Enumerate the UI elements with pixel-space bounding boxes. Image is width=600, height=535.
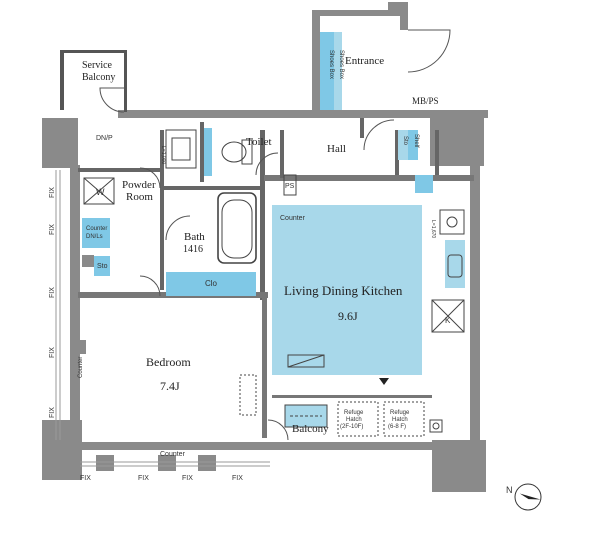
left-columns: [76, 255, 94, 354]
entry-marker: [379, 378, 389, 385]
hall-door: [363, 119, 395, 151]
mbps-label: MB/PS: [412, 96, 439, 106]
sto-label: Sto: [97, 263, 108, 270]
fixtures: [55, 129, 465, 467]
fix-labels-left: FIX FIX FIX FIX FIX Counter: [49, 187, 84, 418]
compass-needle-icon: [519, 493, 541, 500]
ldk-label: Living Dining Kitchen: [284, 283, 403, 298]
toilet-label: Toilet: [246, 136, 272, 148]
kitchen-sink: [447, 254, 463, 278]
counter-dn-fill: [82, 218, 110, 248]
powder-room-label: Powder Room: [122, 179, 158, 203]
hall-label: Hall: [327, 143, 346, 155]
bathtub: [217, 192, 257, 264]
k-label: K: [445, 316, 451, 325]
l-length-label: L=1,670: [430, 220, 436, 238]
fix-label: FIX: [182, 475, 193, 482]
kitchen-box-fill: [415, 175, 433, 193]
ldk-fill: [272, 205, 422, 375]
compass-n-label: N: [506, 485, 513, 495]
toilet-counter-fill: [204, 128, 212, 176]
fix-label: FIX: [49, 407, 56, 418]
bath-label: Bath: [184, 231, 205, 243]
north-compass: N: [506, 483, 542, 511]
bedroom-label: Bedroom: [146, 355, 191, 369]
walls: [42, 2, 488, 492]
counter-vertical-label: Counter: [78, 357, 84, 378]
k-box: [431, 299, 465, 333]
fix-labels-bottom: FIX FIX FIX FIX: [80, 475, 243, 482]
refuge-hatch-2-label: Refuge Hatch (6-8 F): [388, 410, 411, 430]
refrigerator-height-label: L=1,000: [160, 146, 166, 164]
bath-door: [165, 215, 191, 241]
w-label: W: [96, 187, 105, 197]
fix-label: FIX: [80, 475, 91, 482]
toilet-bowl: [221, 141, 247, 163]
service-balcony-label: Service Balcony: [82, 60, 115, 83]
balcony-door: [267, 419, 289, 441]
bedroom-size-label: 7.4J: [160, 379, 180, 393]
toilet-door: [255, 152, 279, 176]
powder-door: [139, 167, 161, 189]
ps-label: PS: [285, 183, 295, 190]
refuge-hatch-2: [383, 401, 425, 437]
clo-fill: [166, 272, 256, 296]
entrance-label: Entrance: [345, 55, 384, 67]
service-balcony-door: [99, 87, 125, 113]
shoes-box-label: Shoes Box: [328, 50, 334, 79]
ldk-size-label: 9.6J: [338, 309, 358, 323]
powder-basin: [83, 177, 115, 205]
sto-right-label: Sto: [402, 136, 408, 146]
shoes-box-fill-1: [320, 32, 334, 110]
refuge-hatch-1: [337, 401, 379, 437]
fix-label: FIX: [49, 187, 56, 198]
bedroom-door: [139, 275, 161, 297]
compass-circle: [514, 483, 542, 511]
bottom-columns: [96, 455, 216, 471]
shelf-fill: [408, 130, 418, 160]
kitchen-sink-fill: [445, 240, 465, 288]
counter-label-bottom: Counter: [160, 451, 186, 458]
shoes-box-fill-2: [334, 32, 342, 110]
sto-fill: [94, 256, 110, 276]
fix-label: FIX: [138, 475, 149, 482]
fix-label: FIX: [232, 475, 243, 482]
balcony-label: Balcony: [292, 423, 329, 435]
fix-label: FIX: [49, 287, 56, 298]
fix-label: FIX: [49, 224, 56, 235]
counter-label-ldk: Counter: [280, 215, 306, 222]
dn-p-label: DN/P: [96, 135, 113, 142]
bath-size-label: 1416: [183, 244, 203, 255]
ps-box: [283, 174, 297, 196]
shoes-box-label: Shoes Box: [338, 50, 344, 79]
counter-dn-label: Counter DN/Ls: [86, 226, 109, 240]
stove: [439, 209, 465, 235]
clo-label: Clo: [205, 279, 218, 288]
entrance-door: [407, 29, 451, 73]
sto-right-fill: [398, 130, 408, 160]
shelf-label: Shelf: [413, 134, 419, 148]
fix-label: FIX: [49, 347, 56, 358]
doors: [99, 29, 451, 441]
refuge-hatch-1-label: Refuge Hatch (2F-10F): [340, 410, 365, 430]
